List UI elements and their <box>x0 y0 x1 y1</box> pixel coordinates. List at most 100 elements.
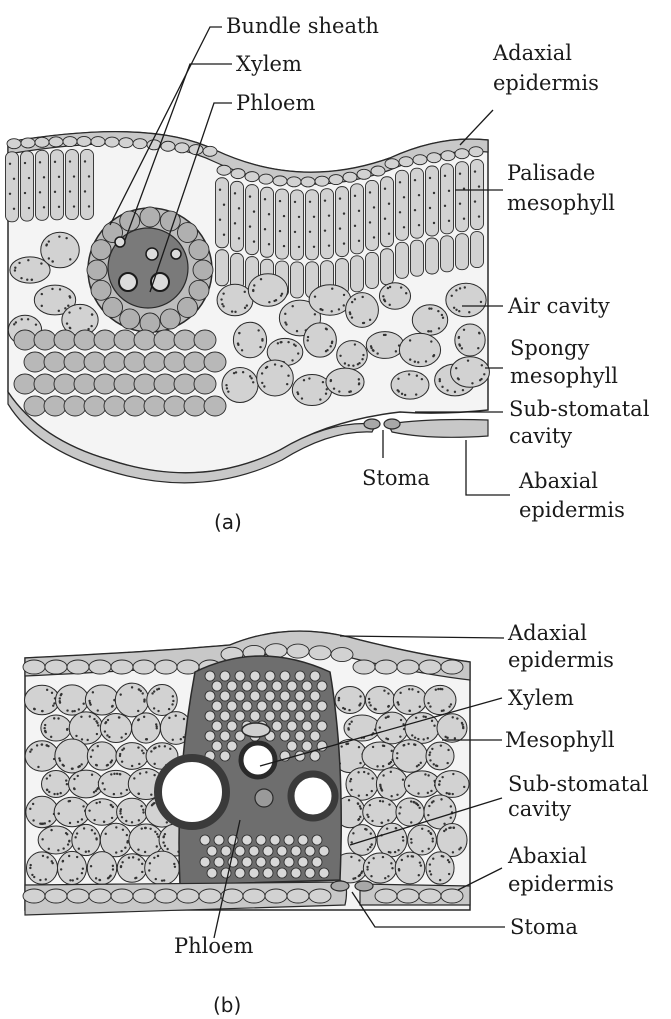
chloroplast <box>29 867 31 869</box>
chloroplast <box>390 771 392 773</box>
chloroplast <box>408 710 410 712</box>
chloroplast <box>219 189 221 191</box>
palisade-cell <box>426 238 439 274</box>
chloroplast <box>74 836 76 838</box>
label-xylem-b: Xylem <box>508 686 574 710</box>
parenchyma-cell <box>24 352 46 372</box>
chloroplast <box>80 763 82 765</box>
chloroplast <box>42 855 44 857</box>
parenchyma-cell <box>104 352 126 372</box>
bundle-cell <box>280 671 290 681</box>
chloroplast <box>93 718 95 720</box>
chloroplast <box>349 313 351 315</box>
spongy-cell <box>455 324 485 356</box>
chloroplast <box>471 382 473 384</box>
bundle-cell <box>265 671 275 681</box>
bundle-cell <box>250 691 260 701</box>
label-palisade-1: Palisade <box>507 161 595 185</box>
phloem-cell <box>319 846 329 856</box>
chloroplast <box>253 240 255 242</box>
chloroplast <box>93 819 95 821</box>
chloroplast <box>369 804 371 806</box>
phloem-cell <box>221 846 231 856</box>
chloroplast <box>43 176 45 178</box>
chloroplast <box>400 286 402 288</box>
chloroplast <box>366 868 368 870</box>
parenchyma-cell <box>74 374 96 394</box>
chloroplast <box>132 856 134 858</box>
chloroplast <box>448 705 450 707</box>
chloroplast <box>157 710 159 712</box>
chloroplast <box>238 332 240 334</box>
chloroplast <box>417 792 419 794</box>
chloroplast <box>425 716 427 718</box>
chloroplast <box>283 215 285 217</box>
phloem-cell <box>256 857 266 867</box>
palisade-cell <box>216 178 229 248</box>
chloroplast <box>366 866 368 868</box>
mesophyll-cell <box>85 799 118 825</box>
phloem-cell <box>298 835 308 845</box>
parenchyma-cell <box>84 396 106 416</box>
chloroplast <box>450 703 452 705</box>
chloroplast <box>279 341 281 343</box>
chloroplast <box>9 193 11 195</box>
chloroplast <box>464 286 466 288</box>
chloroplast <box>415 717 417 719</box>
chloroplast <box>441 776 443 778</box>
chloroplast <box>407 743 409 745</box>
chloroplast <box>81 818 83 820</box>
chloroplast <box>54 191 56 193</box>
chloroplast <box>110 773 112 775</box>
chloroplast <box>48 848 50 850</box>
epidermal-cell <box>397 889 419 903</box>
chloroplast <box>347 727 349 729</box>
bundle-cell <box>227 741 237 751</box>
parenchyma-cell <box>114 374 136 394</box>
chloroplast <box>97 724 99 726</box>
chloroplast <box>48 257 50 259</box>
chloroplast <box>358 859 360 861</box>
chloroplast <box>325 393 327 395</box>
chloroplast <box>430 790 432 792</box>
chloroplast <box>389 762 391 764</box>
chloroplast <box>106 734 108 736</box>
chloroplast <box>28 207 30 209</box>
chloroplast <box>14 269 16 271</box>
bundle-sheath-cell <box>177 297 197 317</box>
chloroplast <box>142 809 144 811</box>
chloroplast <box>384 218 386 220</box>
epidermal-cell <box>199 889 221 903</box>
chloroplast <box>429 863 431 865</box>
chloroplast <box>445 828 447 830</box>
chloroplast <box>433 222 435 224</box>
chloroplast <box>244 307 246 309</box>
chloroplast <box>408 785 410 787</box>
chloroplast <box>415 393 417 395</box>
palisade-cell <box>6 152 19 222</box>
phloem-cell <box>277 846 287 856</box>
bundle-cell <box>220 671 230 681</box>
chloroplast <box>409 339 411 341</box>
chloroplast <box>92 691 94 693</box>
bundle-cell <box>310 671 320 681</box>
epidermal-cell <box>397 660 419 674</box>
chloroplast <box>57 849 59 851</box>
parenchyma-cell <box>204 396 226 416</box>
caption-b: (b) <box>213 993 241 1017</box>
chloroplast <box>56 793 58 795</box>
chloroplast <box>162 841 164 843</box>
chloroplast <box>458 378 460 380</box>
chloroplast <box>359 816 361 818</box>
label-adaxial-b-1: Adaxial <box>507 621 587 645</box>
chloroplast <box>399 692 401 694</box>
chloroplast <box>343 212 345 214</box>
palisade-cell <box>66 150 79 220</box>
chloroplast <box>138 858 140 860</box>
chloroplast <box>438 327 440 329</box>
palisade-cell <box>51 150 64 220</box>
chloroplast <box>438 783 440 785</box>
chloroplast <box>366 814 368 816</box>
spongy-cell <box>446 283 486 316</box>
chloroplast <box>452 851 454 853</box>
